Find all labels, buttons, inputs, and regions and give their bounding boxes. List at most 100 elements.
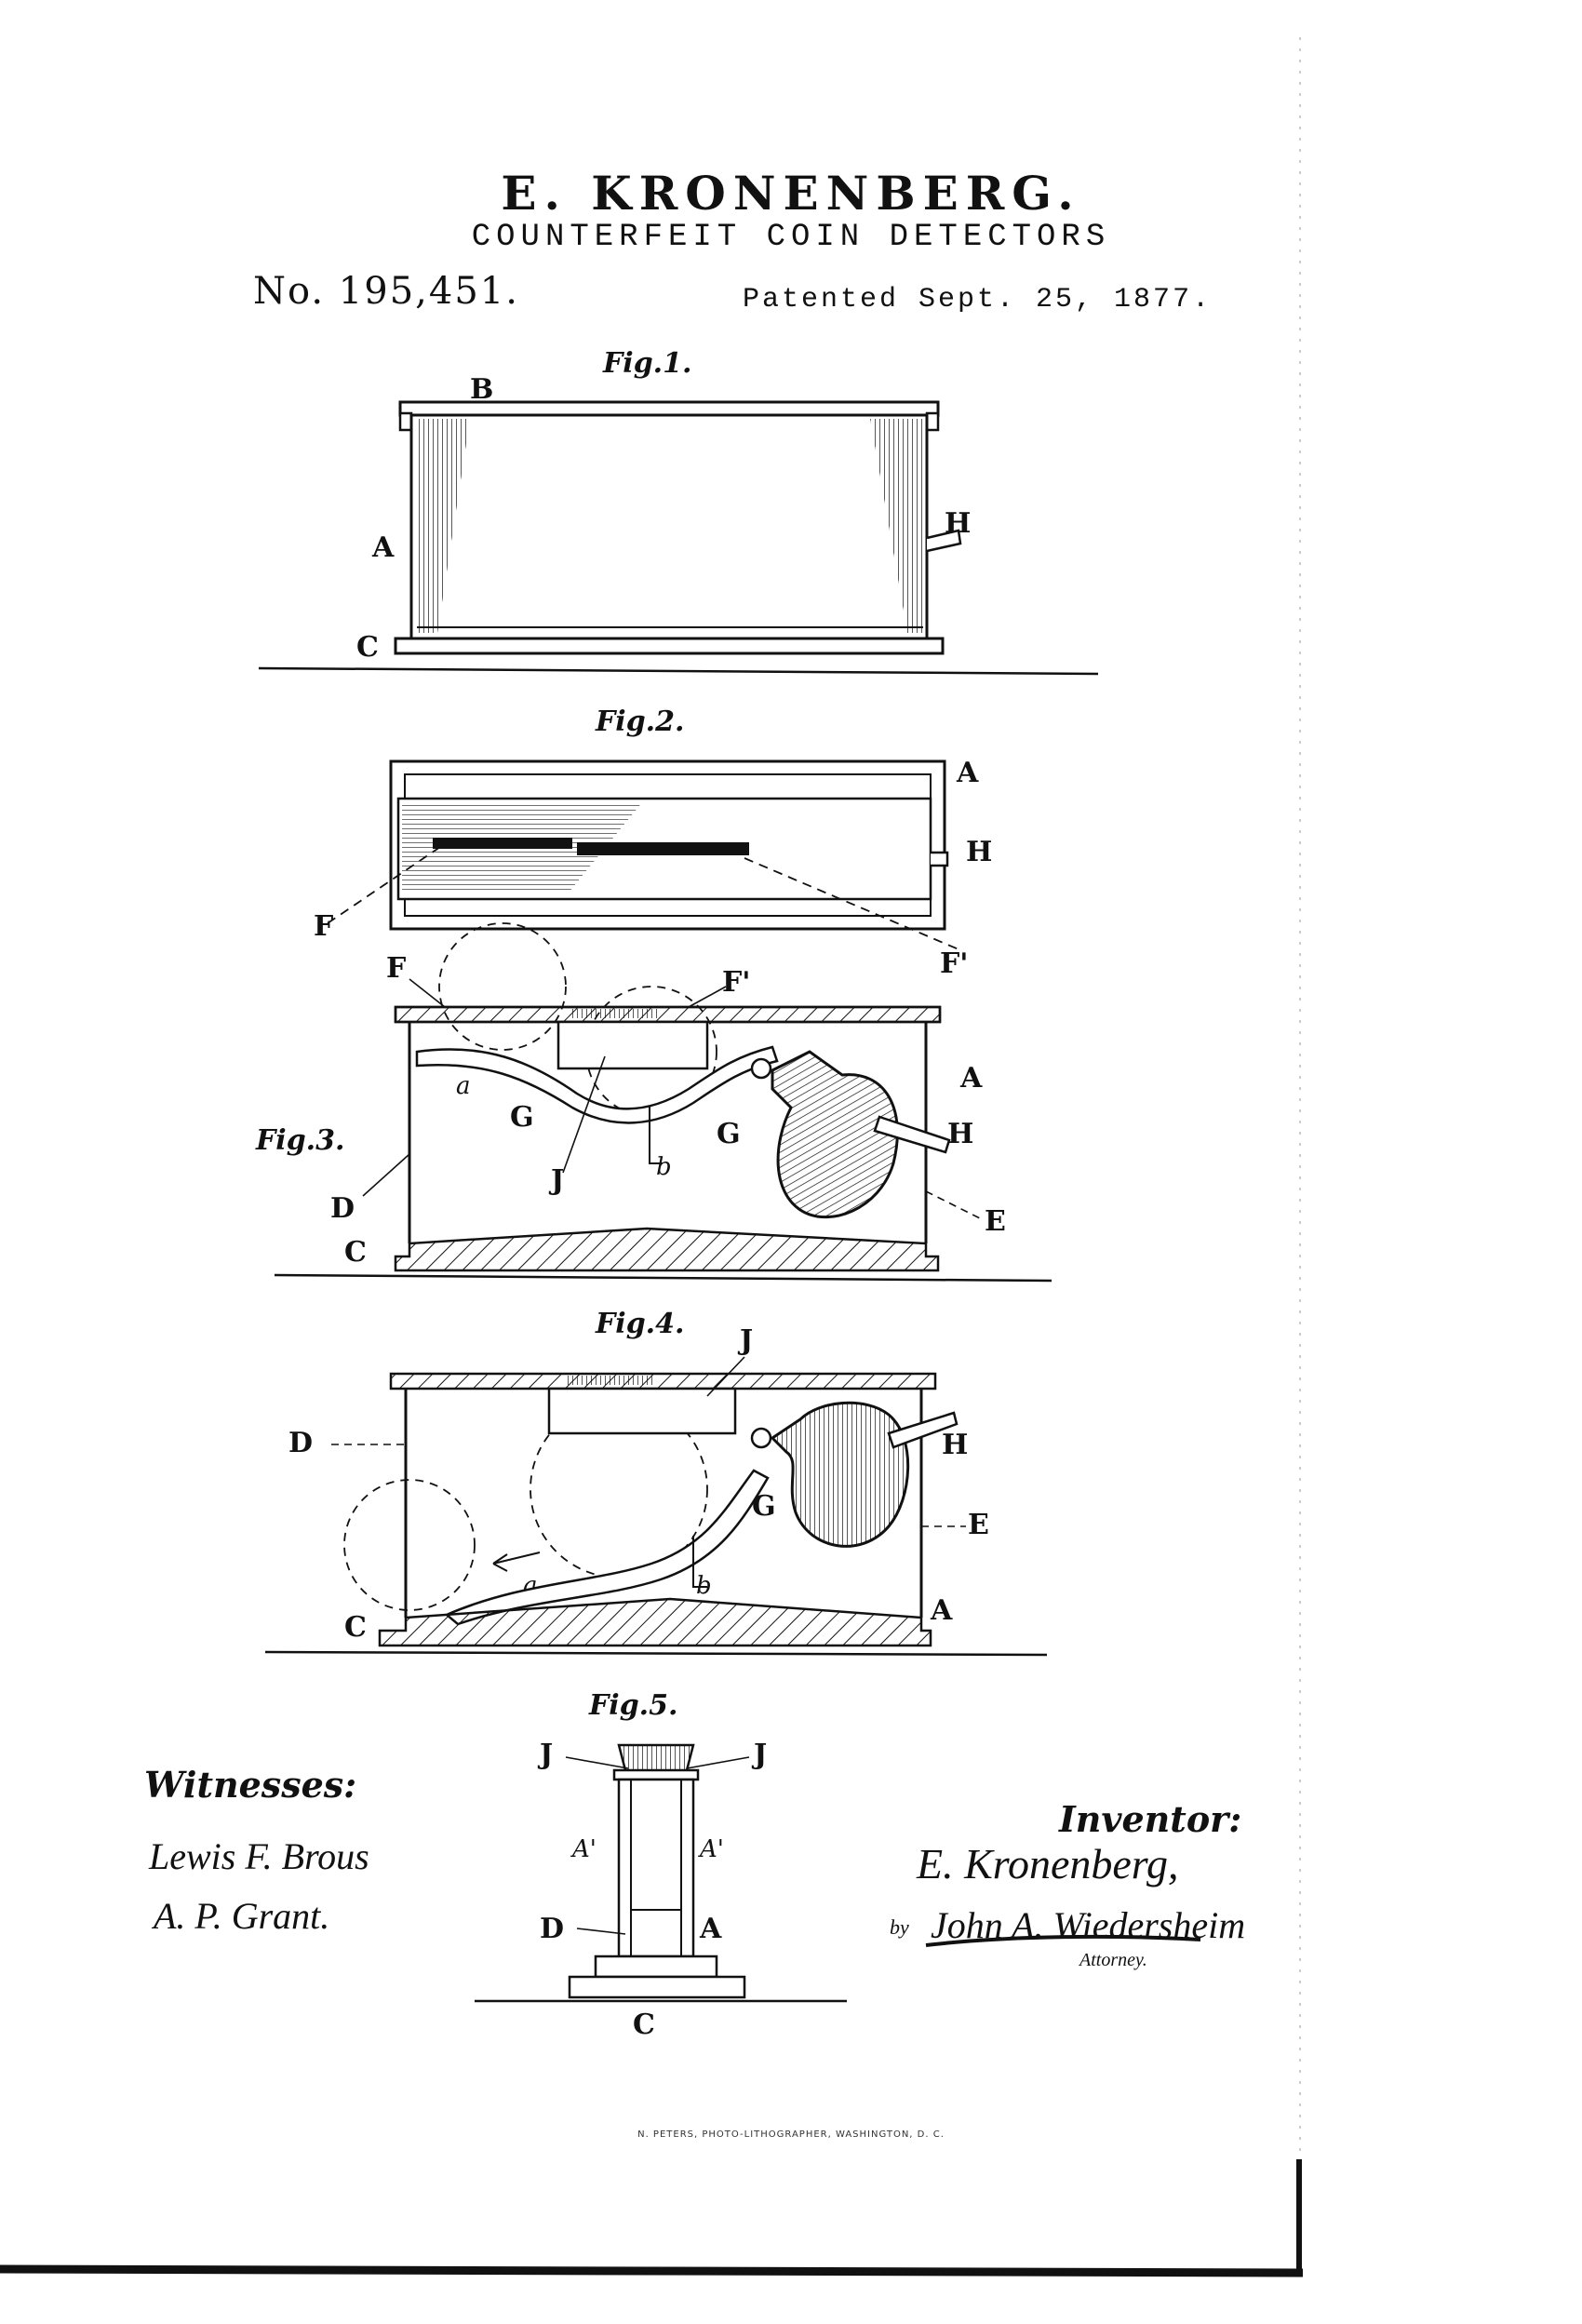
fig5-top-plate xyxy=(612,1768,700,1781)
fig3-plate-J xyxy=(556,1020,709,1070)
fig4-top-plate xyxy=(389,1372,937,1390)
fig3-handle xyxy=(873,1115,951,1154)
fig3-part-J: J xyxy=(548,1164,564,1197)
fig1-lid-lip-left xyxy=(398,411,413,432)
attorney-signature-underline xyxy=(925,1934,1201,1947)
fig3-coin-large xyxy=(438,922,567,1051)
fig3-leader-D xyxy=(362,1153,410,1197)
fig1-shade-left xyxy=(417,419,470,633)
attorney-label: Attorney. xyxy=(1079,1950,1147,1970)
fig1-knob xyxy=(926,529,962,553)
fig5-part-J-left: J xyxy=(537,1739,553,1771)
fig3-lever-G xyxy=(415,1045,779,1124)
fig4-handle xyxy=(887,1411,959,1449)
patent-number: No. 195,451. xyxy=(253,270,519,313)
fig5-part-J-right: J xyxy=(751,1739,767,1771)
fig5-label: Fig.5. xyxy=(588,1689,677,1722)
fig4-part-E: E xyxy=(968,1509,989,1541)
fig3-stop-b xyxy=(649,1106,663,1164)
lithographer-credit: N. PETERS, PHOTO-LITHOGRAPHER, WASHINGTO… xyxy=(637,2129,945,2140)
figure-5: Fig.5. J J A' A' D A C xyxy=(475,1689,847,2041)
fig3-part-E: E xyxy=(985,1205,1006,1238)
fig4-coin-small xyxy=(343,1479,476,1611)
fig2-part-F-prime: F' xyxy=(940,947,968,980)
fig5-leader-D xyxy=(576,1928,626,1935)
fig4-arrow xyxy=(492,1552,541,1572)
fig3-label: Fig.3. xyxy=(255,1124,344,1157)
fig3-part-a: a xyxy=(456,1072,471,1100)
fig5-base-C xyxy=(568,1975,746,1999)
fig3-part-C: C xyxy=(344,1236,367,1269)
patent-title: COUNTERFEIT COIN DETECTORS xyxy=(471,220,1111,255)
fig5-part-A: A xyxy=(699,1913,722,1945)
fig2-part-H: H xyxy=(966,836,992,868)
fig4-label: Fig.4. xyxy=(595,1308,684,1340)
inventor-label: Inventor: xyxy=(1059,1798,1242,1840)
fig3-part-H: H xyxy=(947,1118,973,1150)
fig1-part-B: B xyxy=(470,373,493,406)
fig5-leader-J-right xyxy=(686,1756,750,1769)
fig4-counterweight xyxy=(770,1401,910,1548)
fig4-slot-teeth xyxy=(566,1376,654,1385)
figure-4: Fig.4. J H D E G a b C A xyxy=(264,1308,1048,1657)
patent-date: Patented Sept. 25, 1877. xyxy=(743,284,1213,316)
fig4-pivot xyxy=(750,1427,772,1449)
fig4-ground-line xyxy=(264,1650,1048,1657)
fig3-part-D: D xyxy=(330,1192,355,1225)
fig4-plate-J xyxy=(547,1387,737,1435)
fig4-lever-G xyxy=(444,1469,770,1626)
witnesses-label: Witnesses: xyxy=(144,1764,357,1806)
figure-1: Fig.1. B A H C xyxy=(258,347,1099,676)
fig2-leader-F xyxy=(327,844,444,924)
page-bottom-edge xyxy=(0,2264,1304,2277)
fig1-part-A: A xyxy=(371,531,395,564)
fig3-leader-J xyxy=(562,1055,606,1174)
fig1-label: Fig.1. xyxy=(602,347,691,380)
fig3-part-F-prime: F' xyxy=(722,966,750,999)
fig5-part-A-prime-left: A' xyxy=(570,1835,597,1863)
fig2-knob xyxy=(931,851,949,867)
fig3-part-A: A xyxy=(959,1062,983,1095)
page-edge-bar xyxy=(1296,2159,1302,2271)
fig5-leader-J-left xyxy=(565,1756,629,1769)
fig3-part-F: F xyxy=(386,952,406,985)
fig1-lid xyxy=(398,400,940,417)
fig1-base xyxy=(394,637,945,655)
fig3-part-G-left: G xyxy=(510,1101,534,1134)
fig5-part-A-prime-right: A' xyxy=(698,1835,724,1863)
fig4-part-D: D xyxy=(288,1427,313,1459)
fig4-base xyxy=(378,1597,932,1647)
fig1-part-C: C xyxy=(356,631,379,664)
fig4-part-A: A xyxy=(930,1594,953,1627)
figure-2: Fig.2. A H F F' xyxy=(314,705,992,980)
fig3-part-b: b xyxy=(656,1153,672,1181)
witness-1-signature: Lewis F. Brous xyxy=(148,1835,369,1877)
fig3-top-plate xyxy=(394,1005,942,1024)
fig2-part-A: A xyxy=(956,757,979,789)
fig1-lid-lip-right xyxy=(925,411,940,432)
witness-2-signature: A. P. Grant. xyxy=(151,1895,329,1937)
fig1-ground-line xyxy=(258,666,1099,676)
fig3-counterweight-E xyxy=(771,1050,899,1219)
fig5-lower-block xyxy=(594,1955,718,1979)
fig3-leader-E xyxy=(925,1190,983,1220)
fig3-pivot xyxy=(750,1057,772,1080)
fig2-label: Fig.2. xyxy=(595,705,684,738)
fig3-leader-F xyxy=(409,978,446,1008)
fig4-leader-J xyxy=(706,1356,745,1397)
fig2-part-F: F xyxy=(314,910,333,943)
figure-3: Fig.3. F F' A a G G H J b D E C xyxy=(255,922,1052,1283)
fig3-ground-line xyxy=(274,1273,1052,1283)
fig4-stop-b xyxy=(692,1536,707,1588)
fig1-shade-right xyxy=(870,419,923,633)
fig3-slot-teeth xyxy=(572,1009,661,1018)
fig3-base xyxy=(394,1227,940,1272)
fig3-part-G-right: G xyxy=(717,1118,741,1150)
fig5-part-D: D xyxy=(540,1913,564,1945)
fig5-part-C: C xyxy=(633,2008,655,2041)
fig4-part-J: J xyxy=(737,1324,753,1357)
fig1-body xyxy=(409,413,929,640)
by-label: by xyxy=(890,1915,909,1939)
